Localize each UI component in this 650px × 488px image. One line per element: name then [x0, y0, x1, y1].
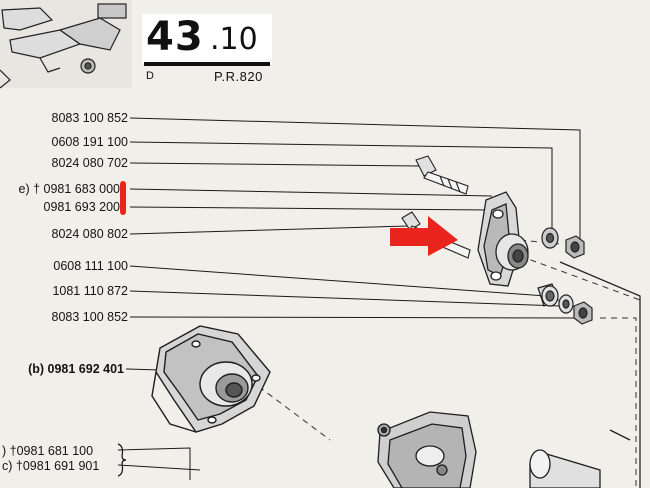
- right-border-line: [559, 261, 641, 488]
- spacer-lower: [537, 283, 559, 307]
- brace-mark: [117, 443, 127, 477]
- cover-housing: [377, 411, 477, 488]
- engine-mount-block: [151, 325, 271, 433]
- part-number: 0608 191 100: [51, 135, 128, 149]
- part-number: 8083 100 852: [51, 310, 128, 324]
- highlight-arrow: [390, 216, 458, 256]
- part-number: e) † 0981 683 000: [18, 182, 120, 196]
- header-rule: [144, 62, 270, 66]
- highlight-bracket: [120, 181, 126, 215]
- part-number: c) †0981 691 901: [2, 459, 100, 473]
- header-box: [142, 14, 272, 64]
- nut-upper: [565, 235, 585, 259]
- part-number: ) †0981 681 100: [2, 444, 94, 458]
- part-number: 8083 100 852: [51, 111, 128, 125]
- flange-bracket: [477, 191, 529, 287]
- washer-upper: [541, 227, 559, 249]
- washer-lower: [558, 294, 574, 314]
- part-number: 0981 693 200: [43, 200, 120, 214]
- nut-lower: [573, 301, 593, 325]
- part-number: 8024 080 802: [51, 227, 128, 241]
- bolt-upper: [415, 155, 469, 195]
- header-right-code: P.R.820: [214, 69, 263, 84]
- part-number: (b) 0981 692 401: [28, 362, 124, 376]
- cylinder-part: [529, 429, 631, 488]
- part-number: 8024 080 702: [51, 156, 128, 170]
- part-number: 1081 110 872: [52, 284, 128, 298]
- header-left-code: D: [146, 70, 154, 82]
- top-left-part-illustration: [0, 0, 132, 89]
- section-subnumber: .10: [210, 22, 258, 57]
- leader-lines: [117, 117, 581, 480]
- section-number: 43: [146, 14, 204, 60]
- part-number: 0608 111 100: [53, 259, 128, 273]
